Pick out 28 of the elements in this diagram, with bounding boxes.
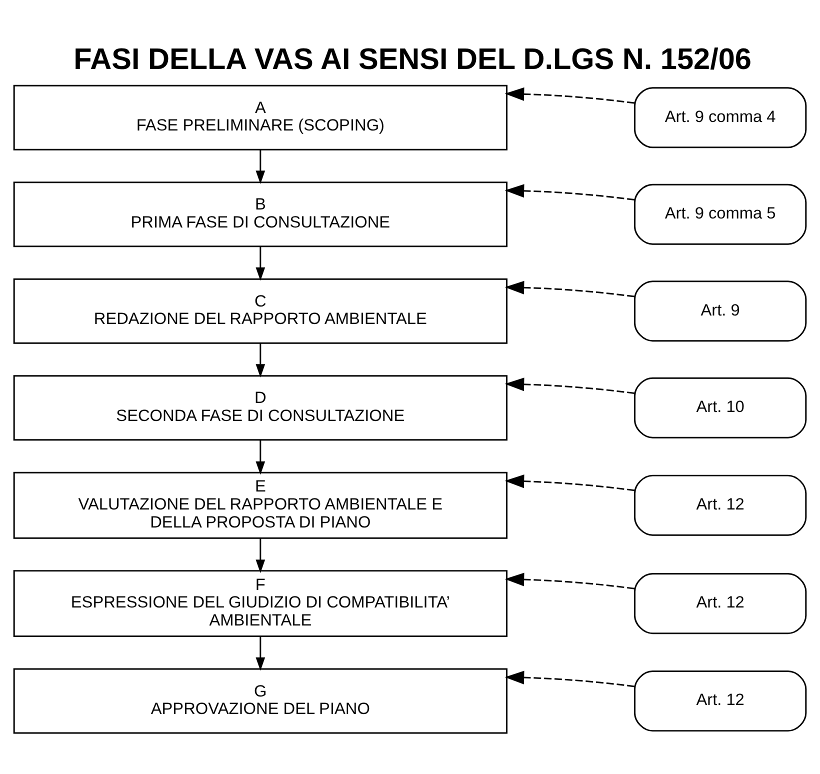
- diagram-title: FASI DELLA VAS AI SENSI DEL D.LGS N. 152/06: [74, 43, 752, 76]
- arrow: [256, 246, 266, 281]
- node-box: Art. 9: [634, 280, 807, 342]
- node-box: Art. 9 comma 5: [634, 184, 807, 245]
- node-box: Art. 10: [634, 377, 807, 438]
- node-box: Art. 12: [634, 670, 807, 732]
- arrow: [504, 87, 635, 104]
- node-box: B PRIMA FASE DI CONSULTAZIONE: [13, 182, 508, 248]
- node-box: Art. 9 comma 4: [634, 87, 807, 148]
- arrow: [504, 378, 635, 394]
- arrow: [504, 280, 635, 298]
- node-box: D SECONDA FASE DI CONSULTAZIONE: [13, 375, 508, 441]
- node-box: Art. 12: [634, 573, 807, 634]
- arrow: [504, 474, 635, 492]
- node-box: F ESPRESSIONE DEL GIUDIZIO DI COMPATIBILITA’ AMBIENTALE: [13, 570, 508, 638]
- arrow: [256, 150, 266, 184]
- node-box: C REDAZIONE DEL RAPPORTO AMBIENTALE: [13, 278, 508, 344]
- arrow: [256, 343, 266, 378]
- arrow: [256, 440, 266, 475]
- node-box: E VALUTAZIONE DEL RAPPORTO AMBIENTALE E DELLA PROPOSTA DI PIANO: [13, 472, 508, 539]
- arrow: [504, 184, 635, 201]
- arrow: [504, 572, 635, 590]
- node-box: Art. 12: [634, 474, 807, 536]
- node-box: A FASE PRELIMINARE (SCOPING): [13, 84, 508, 150]
- arrow: [256, 538, 266, 574]
- node-box: G APPROVAZIONE DEL PIANO: [13, 668, 508, 734]
- arrow: [256, 636, 266, 671]
- arrow: [504, 670, 635, 688]
